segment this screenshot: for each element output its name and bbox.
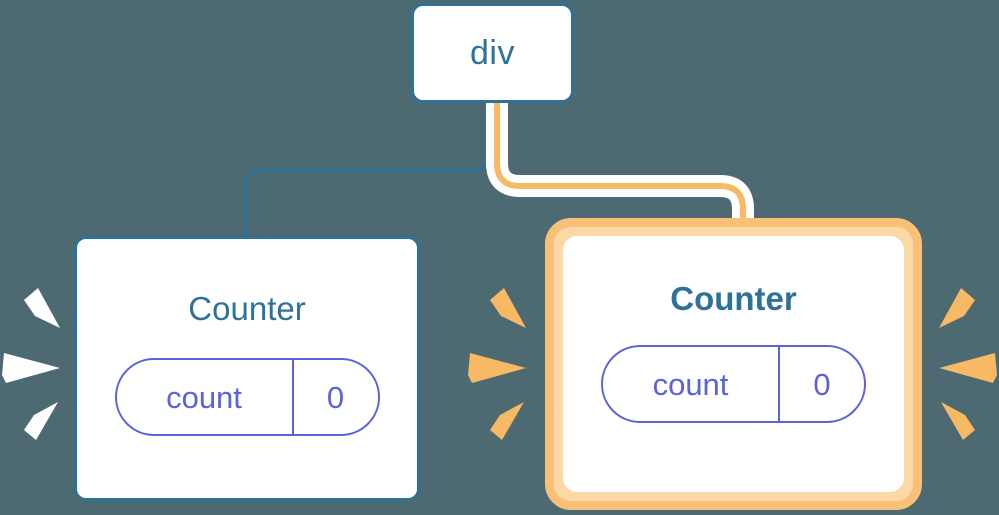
node-counter-right[interactable]: Counter count 0 (545, 218, 922, 510)
state-capsule-left: count 0 (114, 358, 380, 436)
node-div-label: div (470, 34, 515, 72)
state-key-label: count (652, 366, 729, 402)
edge-div-to-counter-left (244, 103, 489, 236)
edge-div-to-counter-right (494, 103, 746, 238)
state-key-label: count (166, 379, 242, 415)
node-counter-left[interactable]: Counter count 0 (74, 236, 420, 501)
node-counter-right-title: Counter (670, 280, 797, 317)
state-value-label: 0 (291, 360, 378, 434)
node-div[interactable]: div (411, 3, 574, 103)
node-counter-left-title: Counter (188, 290, 306, 327)
state-capsule-right: count 0 (601, 345, 866, 423)
state-value-label: 0 (778, 347, 864, 421)
node-counter-right-inner: Counter count 0 (563, 236, 904, 492)
